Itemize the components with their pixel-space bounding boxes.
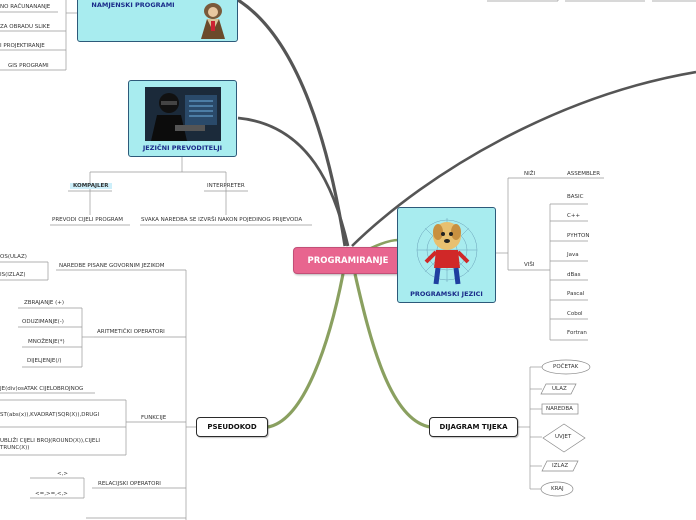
shape-ulaz	[540, 383, 577, 395]
pseudokod-node[interactable]: PSEUDOKOD	[196, 417, 268, 437]
dijagram-tijeka-node[interactable]: DIJAGRAM TIJEKA	[429, 417, 518, 437]
card-namjenski-programi[interactable]: NAMJENSKI PROGRAMI	[77, 0, 238, 42]
naredbe-item-izlaz: IS(IZLAZ)	[0, 272, 26, 278]
lang-basic[interactable]: BASIC	[567, 194, 584, 200]
funkcije-label[interactable]: FUNKCIJE	[141, 415, 167, 421]
funkcije-item-1: JE(div)osATAK CIJELOBROJNOG	[0, 386, 84, 392]
aritm-zbrajanje: ZBRAJANJE (+)	[24, 300, 65, 306]
branch-namjenski	[237, 0, 347, 247]
relacijski-item-2: <=,>=,<,>	[35, 491, 68, 497]
naredbe-item-ulaz: OS(ULAZ)	[0, 254, 27, 260]
branch-jezicni	[237, 116, 350, 247]
namjenski-item-1: NO RAČUNANANJE	[0, 4, 51, 10]
card-jezicni-title: JEZIČNI PREVODITELJI	[142, 144, 223, 152]
visi-label[interactable]: VIŠI	[524, 262, 535, 268]
aritmeticki-label[interactable]: ARITMETIČKI OPERATORI	[97, 329, 165, 335]
aritm-mnozenje: MNOŽENJE(*)	[28, 339, 65, 345]
relacijski-item-1: <,>	[57, 471, 68, 477]
lang-dbas[interactable]: dBas	[567, 272, 581, 278]
lang-cobol[interactable]: Cobol	[567, 311, 583, 317]
shape-kraj	[540, 481, 574, 497]
branch-dijagram	[353, 273, 431, 429]
namjenski-item-2: ZA OBRADU SLIKE	[0, 24, 51, 30]
funkcije-item-3: UBLIŽI CIJELI BROJ(ROUND(X)),CIJELI	[0, 438, 101, 444]
naredbe-label[interactable]: NAREDBE PISANE GOVORNIM JEZIKOM	[59, 263, 165, 269]
spider-dog-icon	[416, 218, 478, 285]
shape-label-ulaz[interactable]: ULAZ	[552, 386, 567, 392]
shape-label-pocetak[interactable]: POČETAK	[553, 364, 579, 370]
nizi-label[interactable]: NIŽI	[524, 171, 536, 177]
card-programski-title: PROGRAMSKI JEZICI	[410, 290, 483, 298]
lang-java[interactable]: Java	[567, 252, 579, 258]
branch-pseudokod	[267, 273, 345, 429]
lang-fortran[interactable]: Fortran	[567, 330, 587, 336]
shape-label-izlaz[interactable]: IZLAZ	[552, 463, 569, 469]
branch-top-right	[351, 70, 696, 247]
aritm-oduzimanje: ODUZIMANJE(-)	[22, 319, 64, 325]
assembler-label[interactable]: ASSEMBLER	[567, 171, 601, 177]
shape-label-naredba[interactable]: NAREDBA	[546, 406, 573, 412]
lang-python[interactable]: PYHTON	[567, 233, 590, 239]
shape-label-uvjet[interactable]: UVJET	[555, 434, 572, 440]
shape-pocetak	[541, 359, 591, 375]
interpreter-desc: SVAKA NAREDBA SE IZVRŠI NAKON POJEDINOG …	[141, 217, 303, 223]
shape-uvjet	[542, 423, 586, 453]
interpreter-label[interactable]: INTERPRETER	[207, 183, 245, 189]
kompajler-desc: PREVODI CIJELI PROGRAM	[52, 217, 124, 223]
wizard-icon	[201, 3, 225, 39]
funkcije-item-4: TRUNC(X))	[0, 445, 30, 451]
funkcije-item-2: ST(abs(x)),KVADRAT(SQR(X)),DRUGI	[0, 412, 100, 418]
shape-naredba	[541, 403, 579, 415]
namjenski-item-3: I PROJEKTIRANJE	[0, 43, 45, 49]
lang-pascal[interactable]: Pascal	[567, 291, 585, 297]
card-programski-jezici[interactable]: PROGRAMSKI JEZICI	[397, 207, 496, 303]
central-node-programiranje[interactable]: PROGRAMIRANJE	[293, 247, 403, 274]
shape-izlaz	[541, 460, 579, 472]
hacker-icon	[145, 87, 221, 141]
card-namjenski-title: NAMJENSKI PROGRAMI	[91, 1, 175, 9]
kompajler-label[interactable]: KOMPAJLER	[70, 183, 112, 189]
card-jezicni-prevoditelji[interactable]: JEZIČNI PREVODITELJI	[128, 80, 237, 157]
namjenski-item-4: GIS PROGRAMI	[8, 63, 49, 69]
lang-cpp[interactable]: C++	[567, 213, 581, 219]
relacijski-label[interactable]: RELACIJSKI OPERATORI	[98, 481, 161, 487]
aritm-dijeljenje: DIJELJENJE(/)	[27, 358, 62, 364]
shape-label-kraj[interactable]: KRAJ	[551, 486, 564, 492]
